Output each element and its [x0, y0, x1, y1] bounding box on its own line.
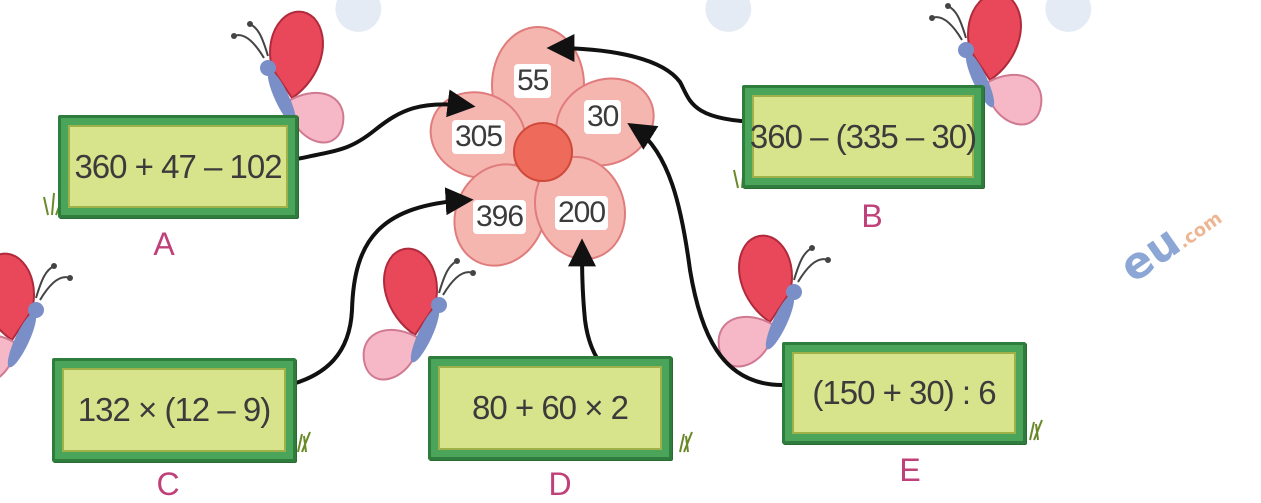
expression-text: 360 – (335 – 30) — [750, 95, 977, 178]
petal-value: 305 — [452, 120, 506, 154]
card-label-a: A — [153, 226, 175, 262]
card-label-b: B — [861, 198, 883, 234]
card-label-d: D — [548, 466, 572, 502]
arrows — [275, 34, 783, 394]
expression-text: 360 + 47 – 102 — [68, 125, 288, 208]
petal-value: 30 — [584, 100, 622, 134]
expression-card-a: 360 + 47 – 102 — [58, 115, 298, 218]
flower-center — [513, 122, 573, 182]
expression-card-c: 132 × (12 – 9) — [52, 358, 296, 462]
expression-text: (150 + 30) : 6 — [792, 352, 1016, 434]
petal-value: 55 — [514, 64, 552, 98]
petal-value: 200 — [555, 196, 609, 230]
expression-card-b: 360 – (335 – 30) — [742, 85, 984, 188]
arrow-e — [627, 123, 783, 387]
arrow-a — [291, 89, 476, 162]
arrow-b — [546, 34, 759, 124]
arrow-c — [275, 187, 474, 390]
petal-value: 396 — [473, 200, 527, 234]
expression-text: 80 + 60 × 2 — [438, 366, 662, 450]
expression-card-d: 80 + 60 × 2 — [428, 356, 672, 460]
card-label-e: E — [899, 452, 921, 488]
expression-card-e: (150 + 30) : 6 — [782, 342, 1026, 444]
card-label-c: C — [156, 466, 180, 502]
expression-text: 132 × (12 – 9) — [62, 368, 286, 452]
